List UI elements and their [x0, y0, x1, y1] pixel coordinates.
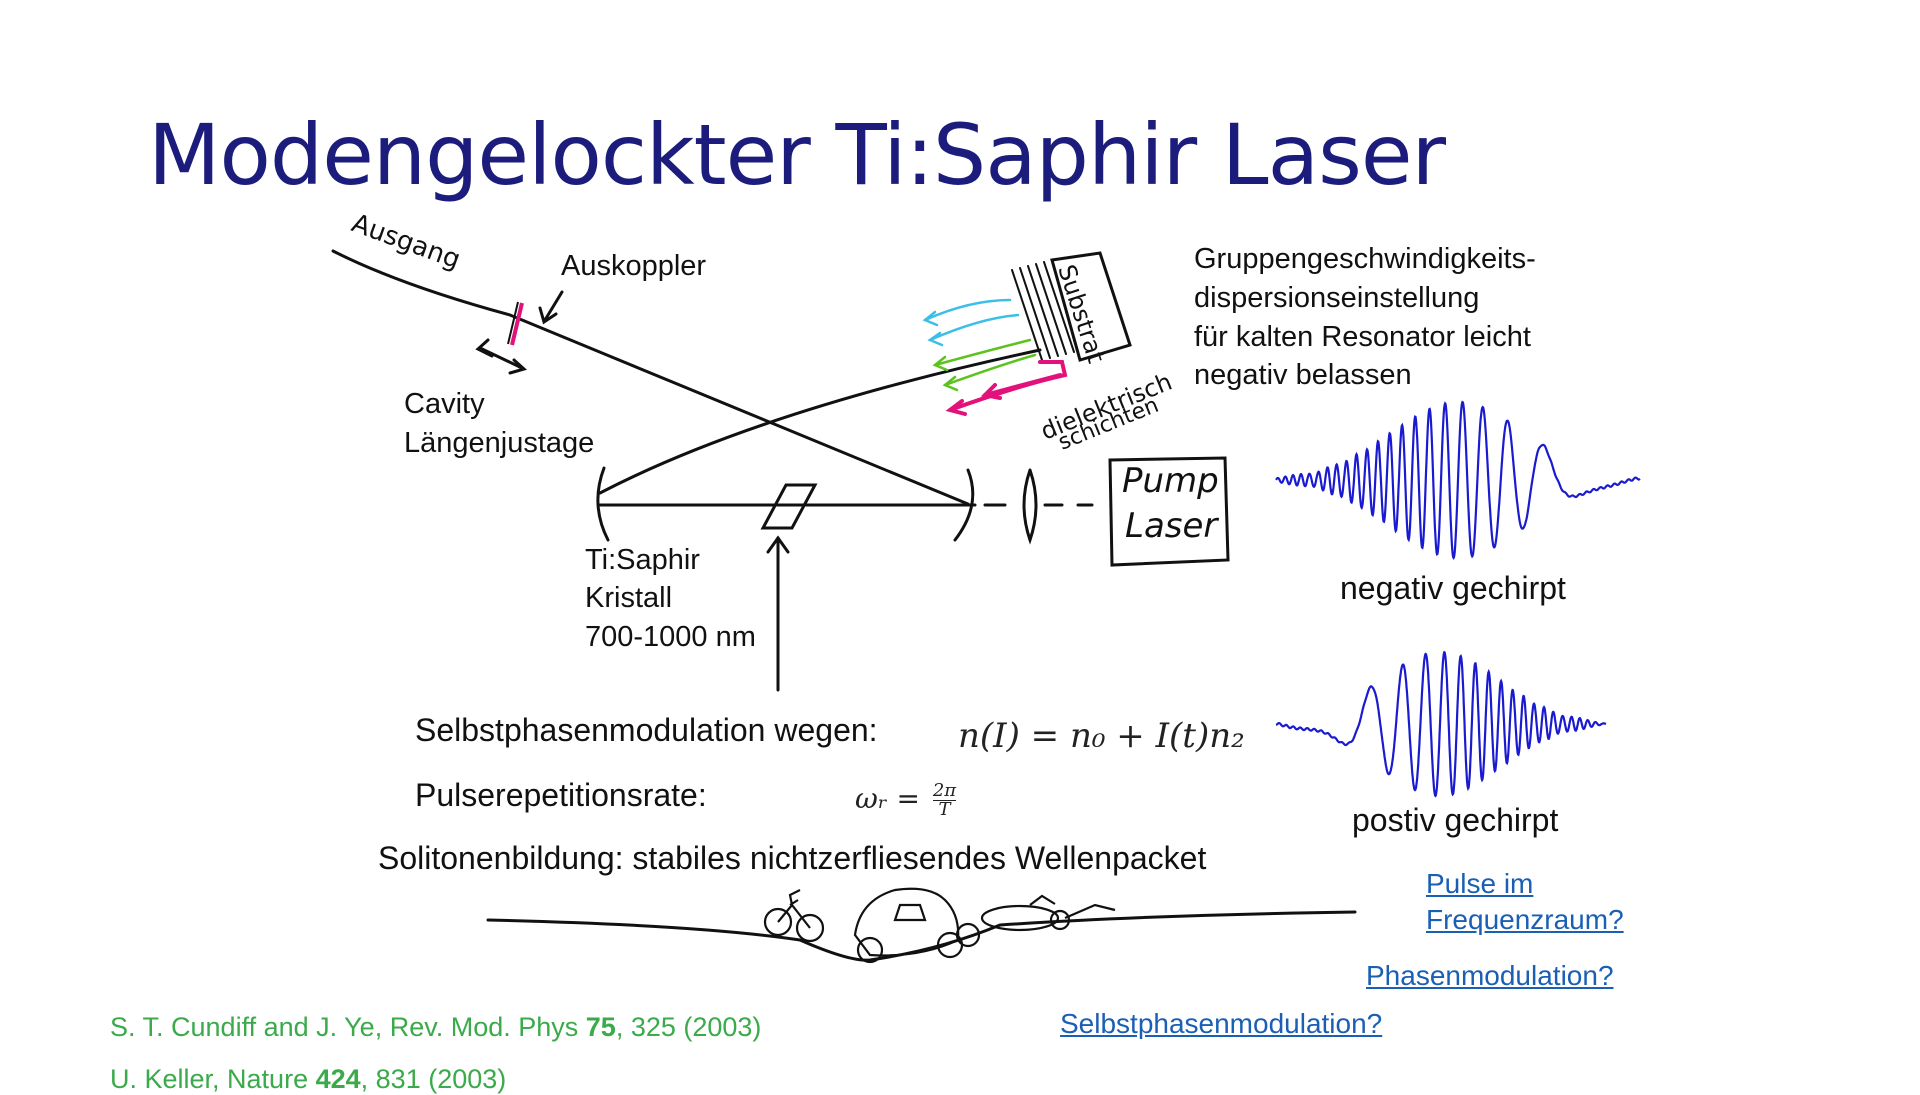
rep-formula-denominator: T: [938, 799, 951, 820]
cavity-length-label: Längenjustage: [404, 427, 595, 459]
spm-label: Selbstphasenmodulation wegen:: [415, 712, 878, 748]
auskoppler-pointer: [543, 290, 564, 322]
focus-lens: [1022, 468, 1038, 545]
soliton-label: Solitonenbildung: stabiles nichtzerflies…: [378, 840, 1207, 876]
auskoppler-label: Auskoppler: [561, 250, 707, 282]
pump-laser-box: [1108, 456, 1230, 567]
repetition-rate-label: Pulserepetitionsrate:: [415, 777, 707, 813]
motorcycle-icon: [955, 894, 1116, 948]
gdd-line-3: für kalten Resonator leicht: [1194, 321, 1531, 353]
green-wavelength-arrows: [932, 338, 1037, 392]
soliton-cartoon: [763, 887, 1116, 964]
cavity-adjust-arrow: [478, 346, 524, 370]
gdd-line-2: dispersionseinstellung: [1194, 282, 1480, 314]
car-icon: [853, 887, 964, 964]
reference-1: S. T. Cundiff and J. Ye, Rev. Mod. Phys …: [110, 1012, 762, 1042]
output-coupler-mirror: [510, 302, 524, 346]
slide-title: Modengelockter Ti:Saphir Laser: [148, 106, 1446, 204]
left-mirror: [596, 466, 610, 542]
pump-label-1: Pump: [1122, 461, 1219, 501]
substrate-box: [1050, 251, 1132, 362]
output-beam: [331, 249, 970, 506]
spm-formula: n(I) = n₀ + I(t)n₂: [958, 716, 1245, 756]
crystal-label-2: Kristall: [585, 582, 673, 614]
link-pulse-frequency-1[interactable]: Pulse im: [1426, 868, 1534, 899]
cavity-label: Cavity: [404, 388, 485, 420]
positive-chirp-label: postiv gechirpt: [1352, 802, 1559, 838]
link-self-phase-modulation[interactable]: Selbstphasenmodulation?: [1060, 1008, 1383, 1039]
soliton-road: [486, 910, 1357, 962]
ti-sapphire-crystal: [760, 483, 818, 530]
negative-chirp-pulse: [1275, 400, 1641, 561]
folded-beam: [598, 348, 1042, 495]
negative-chirp-label: negativ gechirpt: [1340, 570, 1566, 606]
gdd-line-4: negativ belassen: [1194, 359, 1412, 391]
rep-formula-numerator: 2π: [932, 780, 957, 801]
gdd-line-1: Gruppengeschwindigkeits-: [1194, 243, 1536, 275]
link-pulse-frequency-2[interactable]: Frequenzraum?: [1426, 904, 1624, 935]
blue-wavelength-arrows: [922, 298, 1020, 347]
red-wavelength-arrows: [945, 360, 1068, 416]
positive-chirp-pulse: [1275, 650, 1607, 798]
crystal-label: Ti:Saphir: [585, 544, 700, 576]
right-mirror: [953, 468, 975, 542]
repetition-rate-formula: ωᵣ = 2π T: [855, 780, 957, 820]
wavelength-range-label: 700-1000 nm: [585, 621, 756, 653]
link-phase-modulation[interactable]: Phasenmodulation?: [1366, 960, 1614, 991]
pump-label-2: Laser: [1125, 506, 1219, 546]
rep-formula-lhs: ωᵣ =: [855, 782, 920, 815]
bicycle-icon: [763, 889, 825, 943]
